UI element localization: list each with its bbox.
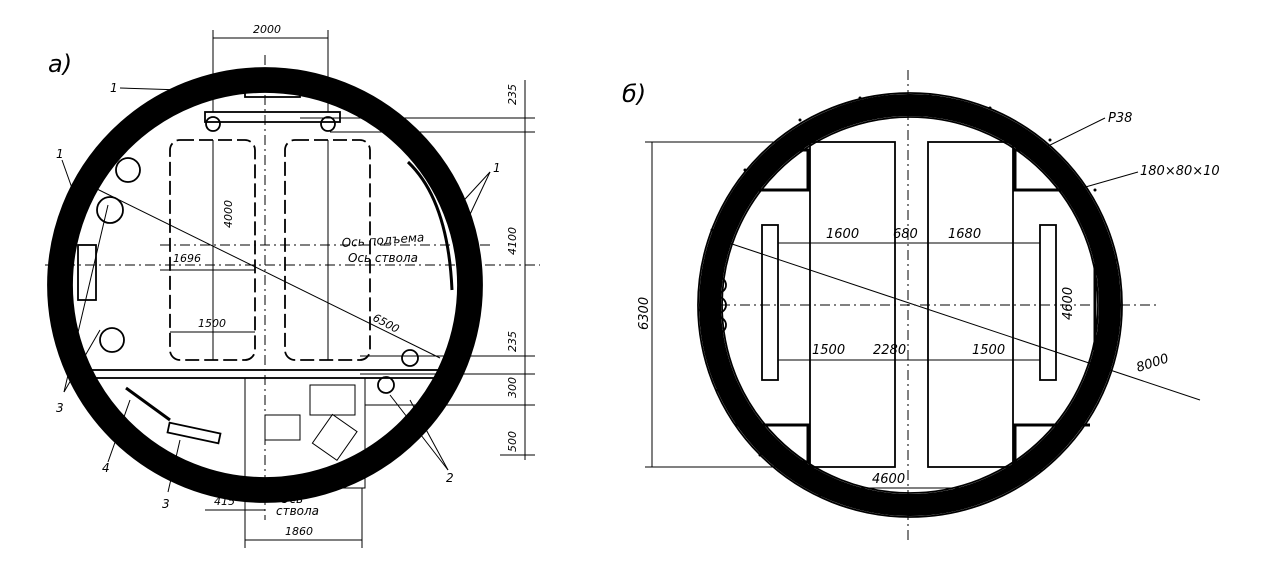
leader-1-left bbox=[61, 159, 79, 206]
label-shaft-axis-bottom-1: Ось bbox=[280, 492, 303, 506]
guide-bolt-right bbox=[320, 116, 336, 132]
callout-a-1-right: 1 bbox=[493, 161, 501, 175]
label-channel: 180×80×10 bbox=[1140, 164, 1220, 179]
dim-b-right-off: 1500 bbox=[972, 343, 1005, 358]
dim-a-diameter: 6500 bbox=[371, 311, 402, 336]
b-pipe-2 bbox=[709, 296, 727, 314]
callout-a-2: 2 bbox=[446, 471, 454, 485]
dim-b-gap: 680 bbox=[893, 227, 918, 242]
b-pipe-1 bbox=[709, 276, 727, 294]
dim-a-bottom-width: 1860 bbox=[285, 525, 313, 538]
b-pipe-3 bbox=[709, 316, 727, 334]
b-bracket-bl bbox=[735, 423, 810, 464]
label-rail: Р38 bbox=[1108, 111, 1132, 126]
b-lining-aggregate bbox=[698, 94, 1117, 514]
b-cage-right bbox=[927, 141, 1014, 468]
dim-a-r3: 235 bbox=[506, 331, 519, 352]
dim-b-bottom-w: 4600 bbox=[872, 472, 905, 487]
pipe-3 bbox=[99, 327, 125, 353]
panel-b: б) 8000 bbox=[622, 70, 1220, 540]
leader-3-b bbox=[63, 329, 101, 393]
dim-b-middle: 2280 bbox=[873, 343, 906, 358]
b-counterweight-right bbox=[1039, 224, 1057, 381]
pipe-4 bbox=[401, 349, 419, 367]
top-beam bbox=[204, 111, 341, 123]
dim-a-top-width: 2000 bbox=[253, 23, 281, 36]
dim-a-offset-left: 1696 bbox=[173, 252, 201, 265]
dim-a-r2: 4100 bbox=[506, 227, 519, 255]
dim-a-bottom-offset: 415 bbox=[214, 495, 235, 508]
pipe-5 bbox=[377, 376, 395, 394]
dim-b-cage-w-left: 1600 bbox=[826, 227, 859, 242]
leader-rail bbox=[1039, 117, 1106, 151]
leader-1-right-a bbox=[454, 171, 491, 211]
b-bracket-tl bbox=[745, 148, 810, 192]
leader-3-a bbox=[63, 204, 109, 393]
b-counterweight-left bbox=[761, 224, 779, 381]
ladder-compartment bbox=[244, 377, 366, 489]
dim-a-cage-width: 1500 bbox=[198, 317, 226, 330]
leader-1-top bbox=[119, 87, 246, 93]
ladder-mid bbox=[264, 414, 301, 441]
dim-a-r1: 235 bbox=[506, 84, 519, 105]
b-cage-left bbox=[809, 141, 896, 468]
leader-4 bbox=[107, 399, 131, 463]
dim-b-cage-w-right: 1680 bbox=[948, 227, 981, 242]
dim-b-left-off: 1500 bbox=[812, 343, 845, 358]
cable-rack-bottom bbox=[125, 386, 171, 422]
guide-bolt-left bbox=[205, 116, 221, 132]
dim-b-diameter: 8000 bbox=[1135, 351, 1171, 375]
panel-a: а) bbox=[45, 23, 540, 548]
callout-a-3-left: 3 bbox=[56, 401, 64, 415]
leader-2-a bbox=[409, 399, 449, 471]
leader-3-bottom bbox=[167, 439, 181, 493]
callout-a-4: 4 bbox=[102, 461, 110, 475]
cable-box bbox=[166, 421, 222, 445]
pipe-2 bbox=[96, 196, 124, 224]
leader-channel bbox=[1081, 171, 1139, 189]
dim-a-r5: 500 bbox=[506, 431, 519, 452]
ladder-hatch bbox=[311, 413, 358, 462]
b-bracket-tr bbox=[1013, 148, 1080, 192]
top-bracket bbox=[244, 84, 301, 98]
leader-1-right-b bbox=[464, 171, 491, 226]
panel-b-title: б) bbox=[622, 80, 646, 108]
callout-a-1-left: 1 bbox=[56, 147, 64, 161]
label-shaft-axis: Ось ствола bbox=[348, 251, 418, 265]
dim-b-side-h: 4600 bbox=[1061, 287, 1076, 320]
lining-aggregate bbox=[63, 73, 472, 494]
callout-a-1-top: 1 bbox=[110, 81, 118, 95]
a-diameter-line bbox=[94, 187, 441, 359]
ladder-top bbox=[309, 384, 356, 416]
b-cable-rack bbox=[1093, 263, 1111, 357]
panel-a-title: а) bbox=[48, 50, 72, 78]
b-bracket-br bbox=[1013, 423, 1090, 464]
cable-rack-right bbox=[406, 160, 454, 291]
dim-b-height: 6300 bbox=[637, 297, 652, 330]
label-shaft-axis-bottom-2: ствола bbox=[276, 504, 319, 518]
dim-a-cage-height: 4000 bbox=[222, 200, 235, 228]
pipe-1 bbox=[115, 157, 141, 183]
callout-a-3-bottom: 3 bbox=[162, 497, 170, 511]
dim-a-r4: 300 bbox=[506, 377, 519, 398]
label-lift-axis: Ось подъема bbox=[341, 230, 424, 250]
cable-rack-left bbox=[77, 244, 97, 301]
leader-2-b bbox=[389, 394, 449, 471]
b-diameter-line bbox=[719, 239, 1201, 401]
